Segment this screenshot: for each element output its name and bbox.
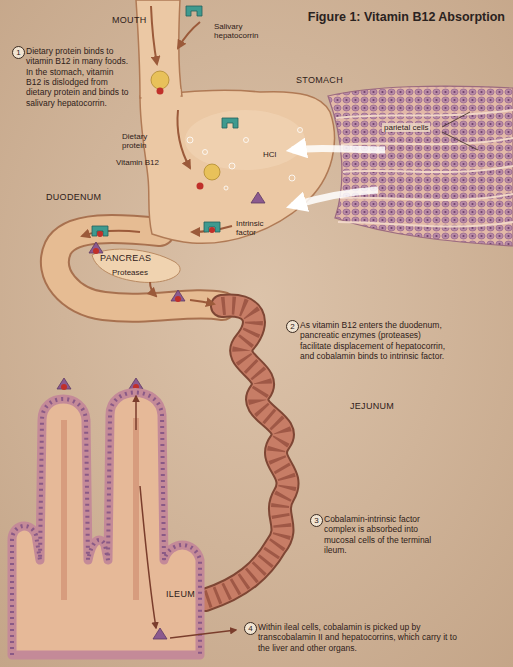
gas-bubbles — [187, 128, 303, 191]
organ-label: DUODENUM — [46, 193, 101, 203]
hepatocorrin-shapes — [92, 6, 238, 236]
callout-text: As vitamin B12 enters the duodenum, panc… — [300, 320, 450, 361]
callout-digit: 4 — [245, 625, 256, 633]
callout-number: 4 — [244, 622, 257, 635]
figure-title: Figure 1: Vitamin B12 Absorption — [308, 10, 505, 24]
callout-text: Dietary protein binds to vitamin B12 in … — [26, 46, 130, 108]
organ-label: MOUTH — [112, 16, 147, 26]
organ-label: STOMACH — [296, 76, 343, 86]
part-label: Intrinsic factor — [236, 219, 282, 237]
jejunum-coil — [205, 305, 288, 600]
gastric-mucosa — [328, 86, 513, 246]
dietary-protein-balls — [151, 71, 220, 180]
part-label: HCl — [263, 150, 276, 159]
ileal-villi — [12, 393, 236, 656]
callout-text: Cobalamin-intrinsic factor complex is ab… — [324, 514, 446, 555]
callout-number: 3 — [310, 514, 323, 527]
pancreas-shape — [92, 249, 180, 282]
secretion-arrow — [292, 190, 378, 206]
callout-text: Within ileal cells, cobalamin is picked … — [258, 622, 458, 653]
callout-digit: 2 — [287, 323, 298, 331]
part-label: Dietary protein — [122, 132, 166, 150]
organ-label: ILEUM — [166, 590, 195, 600]
secretion-arrow — [292, 148, 385, 150]
stomach-shape — [136, 0, 334, 243]
part-label: Vitamin B12 — [116, 158, 159, 167]
callout-digit: 3 — [311, 517, 322, 525]
callout-digit: 1 — [13, 49, 24, 57]
part-label: Proteases — [112, 268, 148, 277]
part-label: Salivary hepatocorrin — [214, 22, 270, 40]
organ-label: JEJUNUM — [350, 402, 394, 412]
organ-label: PANCREAS — [100, 254, 151, 264]
callout-number: 2 — [286, 320, 299, 333]
callout-number: 1 — [12, 46, 25, 59]
part-label: parietal cells — [382, 123, 430, 132]
